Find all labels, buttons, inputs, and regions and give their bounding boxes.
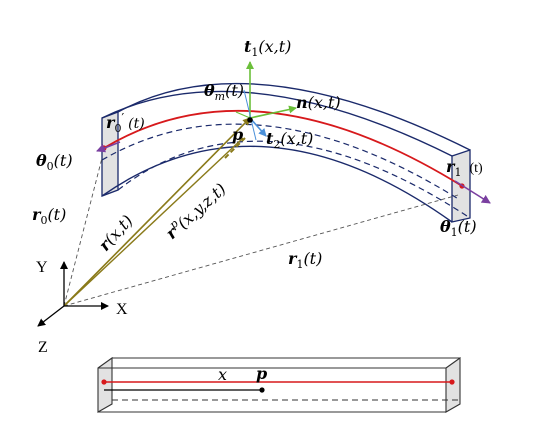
beam-dashed-midline <box>101 123 461 201</box>
reference-right-point <box>449 379 455 385</box>
label-theta0: θ0(t) <box>36 151 73 173</box>
beam-top-back-edge <box>117 82 471 151</box>
axis-z-label: Z <box>38 339 48 356</box>
label-p: p <box>232 125 243 144</box>
curved-beam-labels: t1(x,t) θm(t) n(x,t) r0′(t) p t2(x,t) θ0… <box>36 37 483 239</box>
rp-vector-dashed-upper <box>224 137 246 159</box>
reference-label-p: p <box>256 364 267 383</box>
t2-arrow <box>249 117 267 137</box>
reference-label-x: x <box>218 365 227 384</box>
label-t1: t1(x,t) <box>244 37 291 59</box>
label-n: n(x,t) <box>296 93 341 112</box>
label-rp: rp(x,y,z,t) <box>161 178 230 243</box>
label-r1-prime: r1(t) <box>446 157 483 179</box>
z-axis <box>37 305 65 327</box>
curved-beam <box>96 82 491 223</box>
t1-cross-section-line <box>243 89 257 141</box>
left-end-tangent-arrow <box>96 141 121 153</box>
reference-right-face <box>445 356 461 413</box>
label-theta-m: θm(t) <box>204 81 244 103</box>
beam-bottom-hidden-edge <box>117 140 471 219</box>
label-theta1: θ1(t) <box>440 217 477 239</box>
r1-dashed-line <box>63 194 459 307</box>
position-vectors <box>63 117 459 307</box>
r-vector <box>63 117 251 307</box>
r0-dashed-line <box>63 157 103 307</box>
reference-beam: x p <box>97 356 461 413</box>
local-frame <box>235 61 297 141</box>
reference-point-p <box>259 387 265 393</box>
label-r1: r1(t) <box>288 249 322 271</box>
label-r-xt: r(x,t) <box>95 211 137 255</box>
n-arrow <box>249 105 297 119</box>
n-hidden-arrow <box>235 111 251 119</box>
point-p <box>247 117 253 123</box>
beam-centerline <box>103 109 463 187</box>
coordinate-axes: Y X Z <box>36 259 128 356</box>
axis-y-label: Y <box>36 259 48 276</box>
reference-left-face <box>97 356 113 413</box>
right-end-tangent-arrow <box>454 180 491 204</box>
beam-top-front-edge <box>101 90 453 157</box>
reference-left-point <box>101 379 107 385</box>
label-t2: t2(x,t) <box>266 129 313 151</box>
label-r0: r0(t) <box>32 205 66 227</box>
label-r0-prime: r0′(t) <box>106 111 145 135</box>
axis-x-label: X <box>116 301 128 318</box>
rp-vector <box>63 137 244 307</box>
beam-bottom-front-edge <box>101 145 453 223</box>
